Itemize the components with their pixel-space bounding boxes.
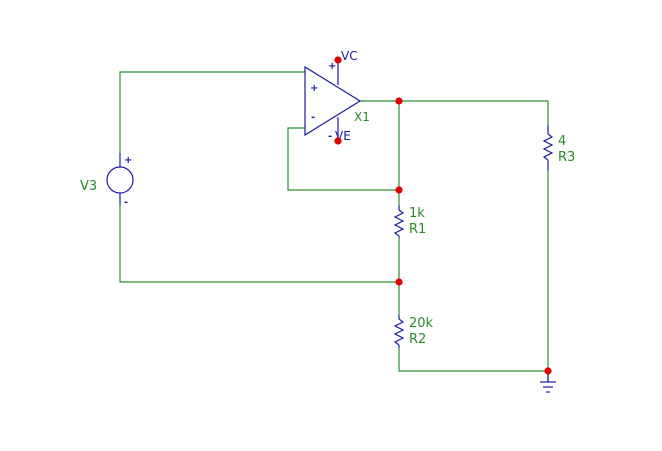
resistor-r1[interactable]: 1k R1	[393, 205, 426, 238]
opamp-vc-pin-sign: +	[328, 61, 336, 72]
node-feedback[interactable]	[395, 186, 403, 194]
wire-vs-top-to-opamp-plus[interactable]	[119, 71, 305, 153]
r1-name-label: R1	[409, 222, 426, 237]
r1-zigzag	[393, 209, 405, 237]
opamp-body	[304, 65, 362, 137]
source-plus-sign: +	[124, 155, 132, 166]
opamp-minus-input-sign: -	[311, 112, 315, 123]
resistor-r2[interactable]: 20k R2	[393, 315, 434, 348]
junction-nodes	[334, 56, 552, 375]
source-circle	[106, 166, 134, 194]
node-ve[interactable]	[334, 137, 342, 145]
source-name-label: V3	[80, 179, 97, 194]
node-output[interactable]	[395, 97, 403, 105]
resistor-r3[interactable]: 4 R3	[542, 125, 575, 170]
node-ground[interactable]	[544, 367, 552, 375]
r3-value-label: 4	[558, 134, 566, 149]
opamp-vc-label: VC	[341, 49, 358, 63]
opamp-name-label: X1	[354, 110, 370, 124]
voltage-source-v3[interactable]: + - V3	[80, 153, 134, 208]
wires	[119, 71, 549, 382]
r2-name-label: R2	[409, 332, 426, 347]
r3-zigzag	[542, 133, 554, 161]
wire-vs-bottom[interactable]	[119, 205, 399, 283]
wire-feedback[interactable]	[287, 127, 399, 191]
wire-r2-to-ground[interactable]	[398, 348, 548, 372]
wire-opamp-out[interactable]	[360, 100, 549, 125]
source-minus-sign: -	[124, 197, 128, 208]
r2-value-label: 20k	[409, 316, 434, 331]
opamp-ve-pin-sign: -	[328, 131, 332, 142]
node-vc[interactable]	[334, 56, 342, 64]
node-r1-r2[interactable]	[395, 278, 403, 286]
r1-value-label: 1k	[409, 206, 425, 221]
r3-name-label: R3	[558, 150, 575, 165]
opamp-plus-input-sign: +	[310, 83, 318, 94]
r2-zigzag	[393, 318, 405, 346]
